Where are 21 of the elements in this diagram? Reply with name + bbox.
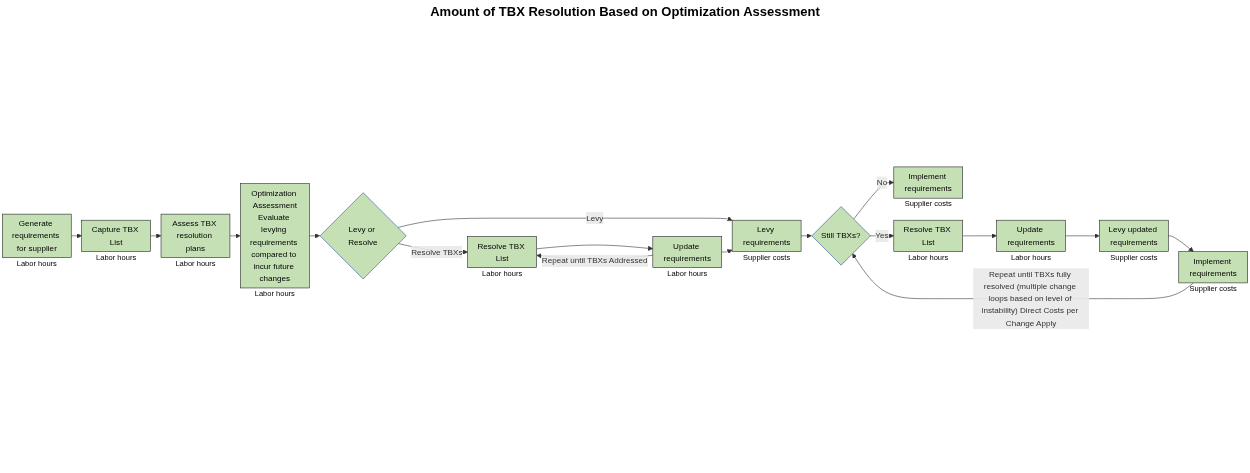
node-box: Update requirements xyxy=(652,236,723,268)
edge-label: Yes xyxy=(875,230,889,241)
node-box: Implement requirements xyxy=(1178,251,1248,284)
edge-label: Repeat until TBXs Addressed xyxy=(541,255,648,266)
edge-label: Levy xyxy=(586,213,604,223)
edge-label: Repeat until TBXs fully resolved (multiple change loops based on level of instability) Direct Costs per Change Apply xyxy=(981,269,1079,328)
node-diamond: Still TBXs? xyxy=(811,206,871,266)
node-box: Update requirements xyxy=(996,219,1066,252)
node-box: Generate requirements for supplier xyxy=(2,213,72,258)
node-diamond: Levy or Resolve xyxy=(319,192,407,280)
node-box: Implement requirements xyxy=(893,166,963,199)
node-box: Resolve TBX List xyxy=(893,219,963,252)
node-box: Resolve TBX List xyxy=(467,236,537,268)
node-box: Capture TBX List xyxy=(81,219,151,252)
node-box: Optimization Assessment Evaluate levying requirements compared to incur future changes xyxy=(240,183,310,289)
node-box: Levy requirements xyxy=(731,219,802,252)
node-box: Levy updated requirements xyxy=(1099,219,1169,252)
edge-label: No xyxy=(876,177,888,187)
heading-note: Amount of TBX Resolution Based on Optimization Assessment xyxy=(430,4,820,19)
edge-label: Resolve TBXs xyxy=(411,247,463,257)
node-box: Assess TBX resolution plans xyxy=(160,213,231,258)
